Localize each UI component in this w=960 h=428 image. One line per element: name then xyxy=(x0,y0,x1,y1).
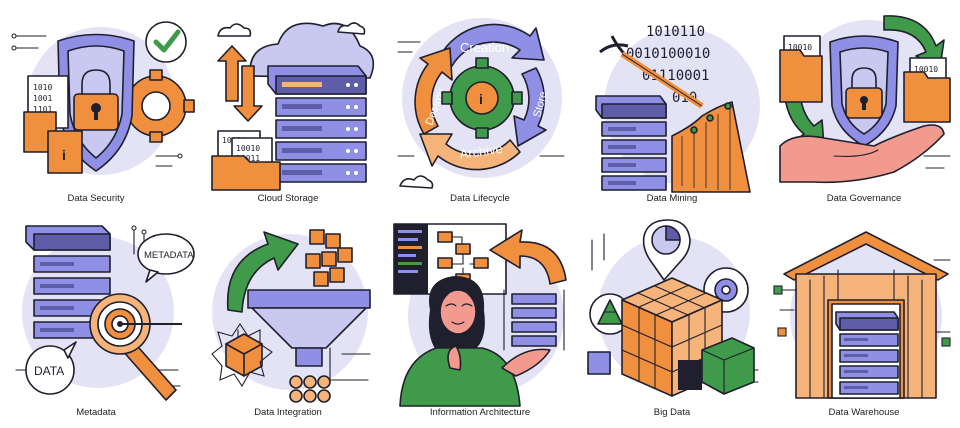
tile-metadata: METADATA DATA Metadata xyxy=(0,214,195,428)
caption-data-mining: Data Mining xyxy=(646,193,698,204)
circuit-lines-icon xyxy=(773,259,951,347)
tile-data-warehouse: Data Warehouse xyxy=(768,214,960,428)
caption-cloud-storage: Cloud Storage xyxy=(257,193,319,204)
svg-text:10010: 10010 xyxy=(236,144,260,153)
data-governance-illustration: 10010 10010 xyxy=(779,15,951,184)
padlock-icon xyxy=(845,67,883,119)
svg-text:10010: 10010 xyxy=(788,43,812,52)
server-icon xyxy=(267,65,367,183)
server-icon xyxy=(835,311,899,395)
person-icon xyxy=(399,276,551,407)
tile-data-lifecycle: Creation Store Archive Destroy i Data Li… xyxy=(384,0,576,214)
caption-big-data: Big Data xyxy=(653,407,691,418)
folder-icon: 10010 10010 10011 xyxy=(211,130,281,191)
funnel-icon xyxy=(247,289,371,367)
svg-text:10010: 10010 xyxy=(914,65,938,74)
caption-information-architecture: Information Architecture xyxy=(429,407,531,418)
hand-icon xyxy=(779,124,945,184)
document-icon: 1010 1001 1101 i xyxy=(23,75,83,174)
caption-data-warehouse: Data Warehouse xyxy=(828,407,900,418)
arrow-icon xyxy=(489,229,567,285)
cube-icon xyxy=(225,333,263,377)
data-integration-illustration xyxy=(211,229,371,403)
pie-chart-pin-icon xyxy=(642,219,691,281)
tile-big-data: Big Data xyxy=(576,214,768,428)
checkmark-icon xyxy=(145,21,187,63)
svg-text:0010100010: 0010100010 xyxy=(626,46,710,62)
svg-text:10011: 10011 xyxy=(236,154,260,163)
circuit-lines-icon xyxy=(591,233,759,383)
arrow-down-icon xyxy=(233,65,263,122)
svg-text:Creation: Creation xyxy=(460,40,509,55)
server-icon xyxy=(595,95,667,191)
caption-data-security: Data Security xyxy=(67,193,125,204)
tile-data-integration: Data Integration xyxy=(192,214,384,428)
cube-icon xyxy=(305,229,353,287)
pickaxe-icon xyxy=(599,35,704,109)
padlock-icon xyxy=(73,69,119,131)
data-warehouse-illustration xyxy=(773,231,951,399)
circuit-lines-icon xyxy=(11,33,183,167)
svg-text:1010110: 1010110 xyxy=(646,24,705,40)
big-data-illustration xyxy=(587,219,759,397)
circuit-lines-icon xyxy=(923,155,951,169)
target-icon xyxy=(97,301,182,347)
svg-text:DATA: DATA xyxy=(34,364,64,378)
svg-text:1010: 1010 xyxy=(33,83,52,92)
data-security-illustration: 1010 1001 1101 i xyxy=(11,21,195,175)
caption-data-governance: Data Governance xyxy=(826,193,902,204)
svg-text:Archive: Archive xyxy=(459,141,504,162)
tile-information-architecture: Information Architecture xyxy=(384,214,576,428)
circuit-lines-icon xyxy=(397,41,565,157)
cloud-icon xyxy=(399,175,434,189)
server-icon xyxy=(503,289,565,351)
folder-icon: 10010 10010 xyxy=(779,35,951,123)
svg-text:i: i xyxy=(62,147,66,163)
tile-data-governance: 10010 10010 Data Governance xyxy=(768,0,960,214)
cycle-icon xyxy=(414,23,547,171)
pyramid-icon xyxy=(589,293,631,335)
speech-bubble-icon: METADATA xyxy=(137,233,195,283)
caption-metadata: Metadata xyxy=(76,407,116,418)
gear-icon xyxy=(125,69,195,143)
svg-text:METADATA: METADATA xyxy=(144,250,194,261)
mountain-icon xyxy=(671,101,751,193)
tile-data-mining: 1010110 0010100010 01110001 010 xyxy=(576,0,768,214)
metadata-illustration: METADATA DATA xyxy=(15,225,195,401)
caption-data-lifecycle: Data Lifecycle xyxy=(450,193,510,204)
data-mining-illustration: 1010110 0010100010 01110001 010 xyxy=(595,24,760,193)
svg-text:1101: 1101 xyxy=(33,105,52,114)
data-lifecycle-illustration: Creation Store Archive Destroy i xyxy=(397,18,565,189)
speech-bubble-icon: DATA xyxy=(25,341,77,395)
cube-stack-icon xyxy=(587,277,755,397)
cloud-icon xyxy=(217,22,375,79)
svg-text:1001: 1001 xyxy=(33,94,52,103)
arrow-up-icon xyxy=(217,45,247,102)
gear-icon: i xyxy=(441,57,523,139)
burst-icon xyxy=(211,323,273,388)
cloud-storage-illustration: 10010 10010 10011 xyxy=(211,22,375,191)
arrow-icon xyxy=(226,231,299,313)
tile-data-security: 1010 1001 1101 i Data Security xyxy=(0,0,195,214)
caption-data-integration: Data Integration xyxy=(254,407,322,418)
coin-row-icon xyxy=(289,375,331,403)
tile-cloud-storage: 10010 10010 10011 Cloud Storage xyxy=(192,0,384,214)
information-architecture-illustration xyxy=(393,223,567,407)
svg-text:i: i xyxy=(479,91,483,107)
